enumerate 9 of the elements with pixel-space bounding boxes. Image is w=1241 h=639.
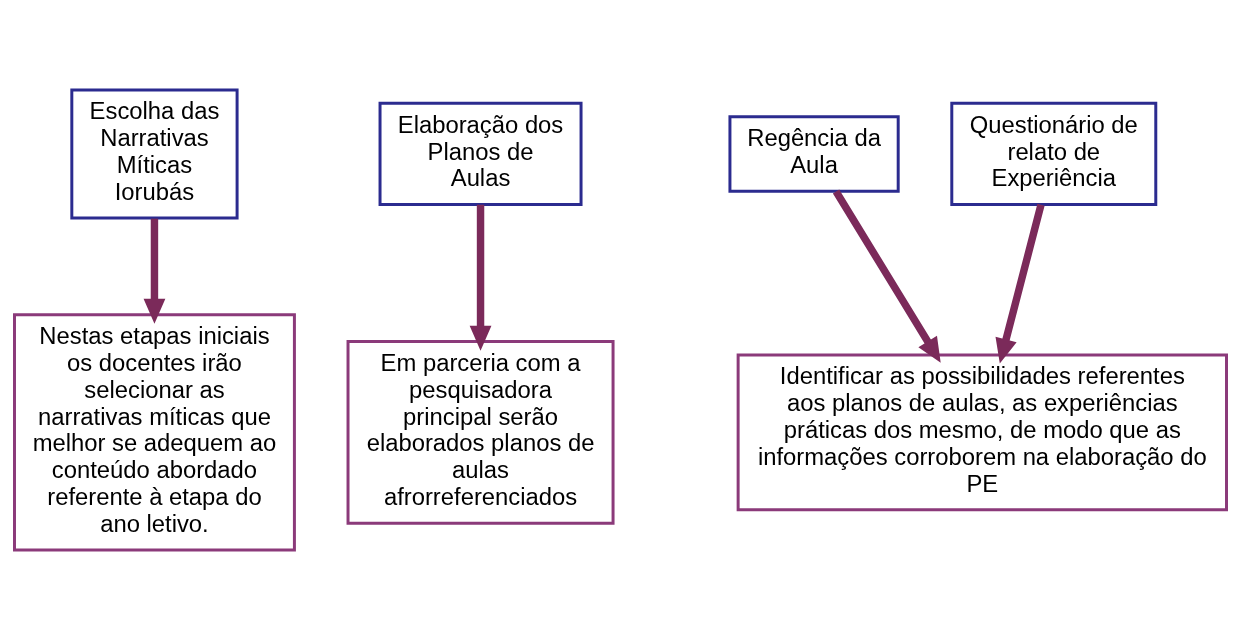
node-box: Elaboração dos Planos de Aulas (378, 101, 583, 206)
node-box: Questionário de relato de Experiência (950, 101, 1158, 206)
node-box: Em parceria com a pesquisadora principal serão elaborados planos de aulas afrorreferenciados (346, 339, 615, 525)
arrow (832, 189, 941, 363)
node-box: Nestas etapas iniciais os docentes irão selecionar as narrativas míticas que melhor se adequem ao conteúdo abordado referente à etapa do ano letivo. (13, 312, 296, 552)
node-box: Regência da Aula (728, 114, 900, 193)
node-box: Identificar as possibilidades referentes aos planos de aulas, as experiências práticas dos mesmo, de modo que as informações corroborem na elaboração do PE (736, 353, 1228, 511)
arrow (995, 203, 1045, 364)
node-box: Escolha das Narrativas Míticas Iorubás (70, 87, 239, 219)
